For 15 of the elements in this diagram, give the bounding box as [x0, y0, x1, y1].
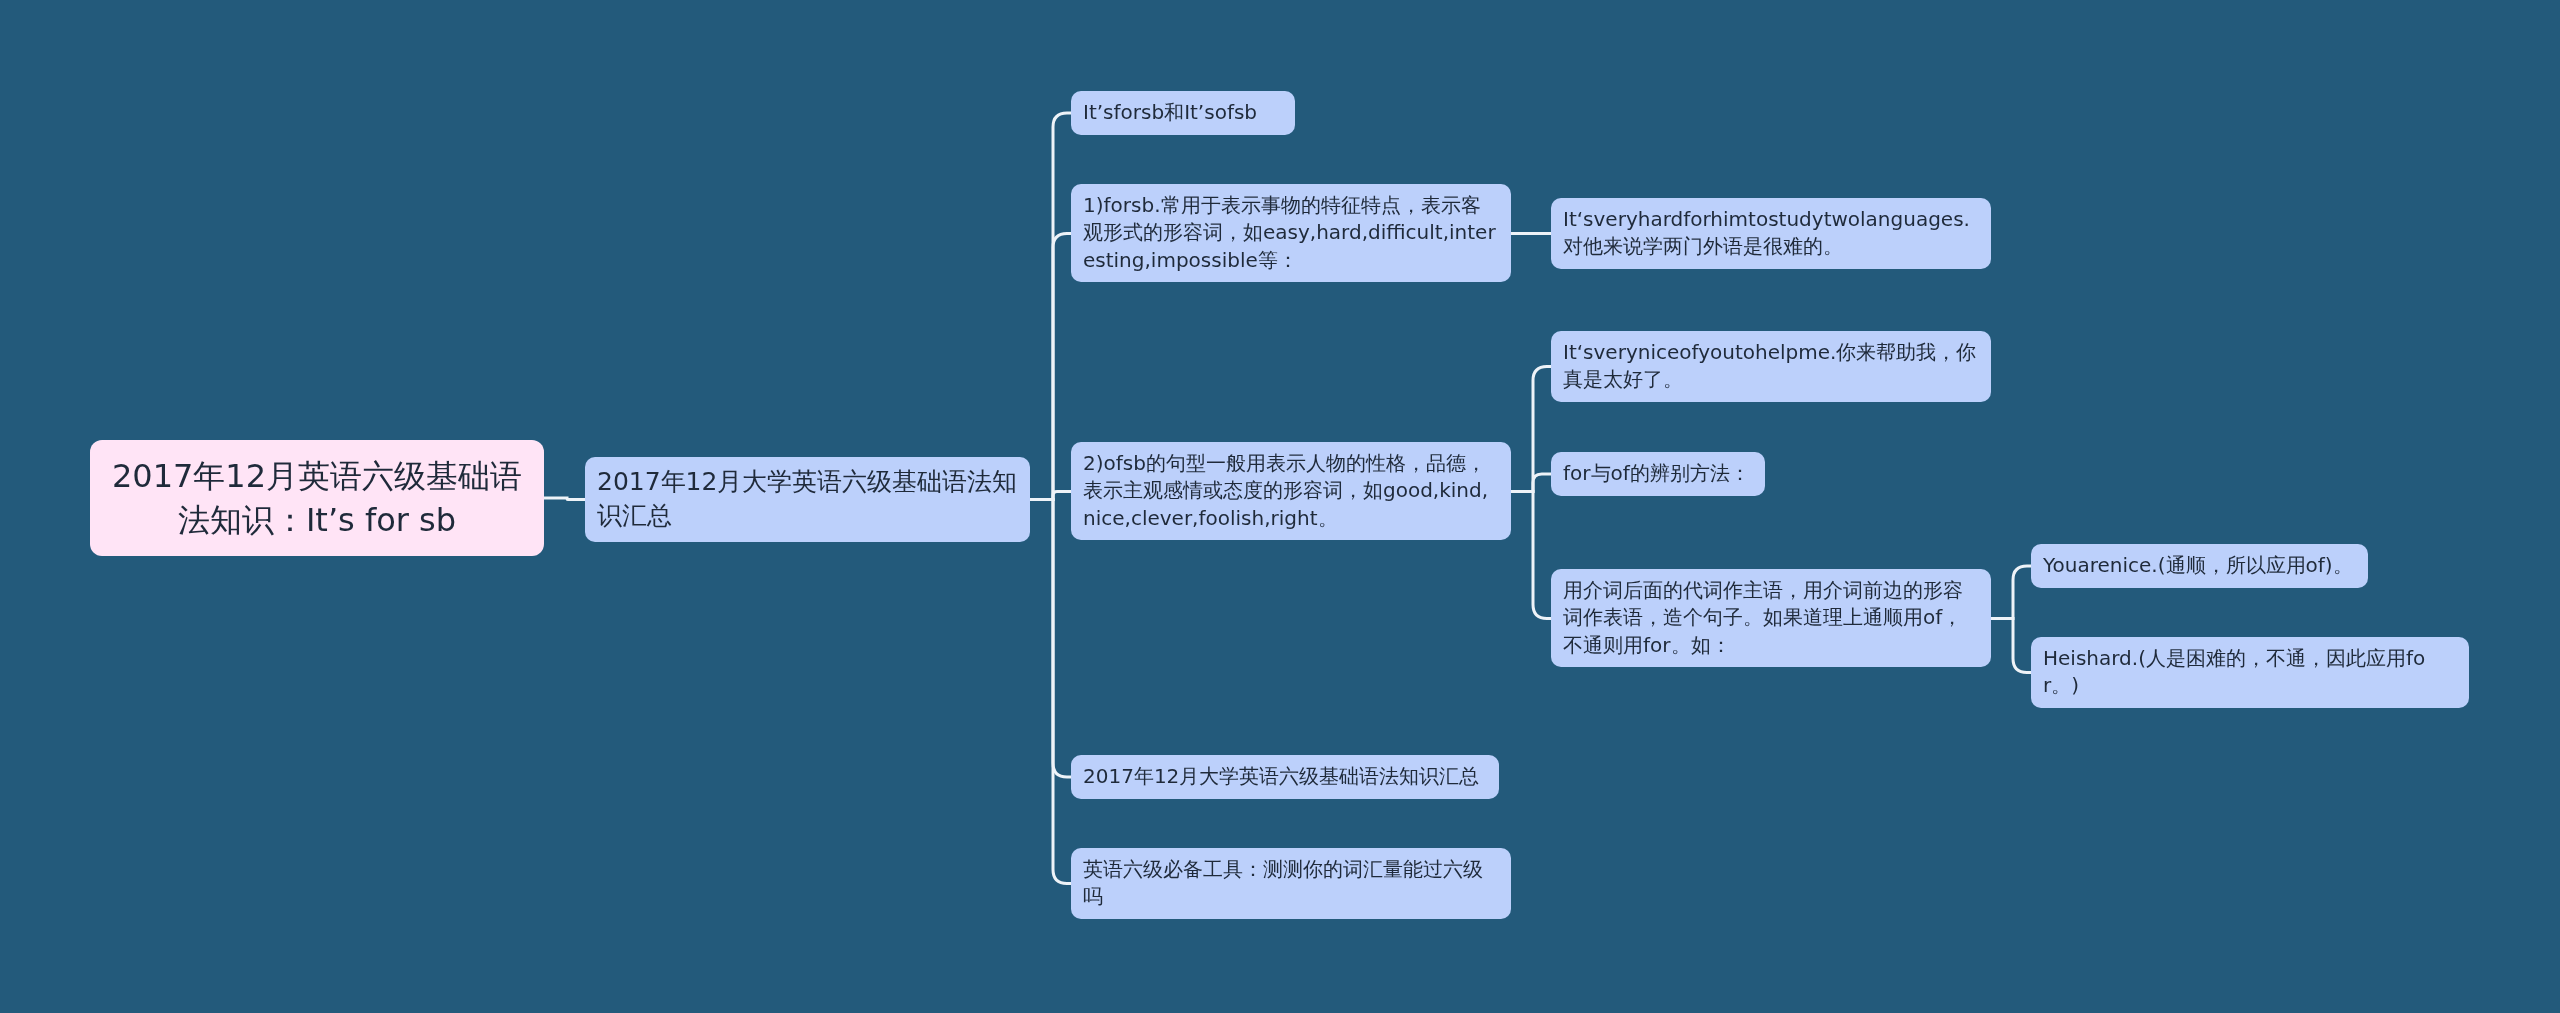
topic-box: Youarenice.(通顺，所以应用of)。 [2031, 544, 2368, 588]
topic-box: It‘sveryniceofyoutohelpme.你来帮助我，你真是太好了。 [1551, 330, 1991, 402]
topic-box: 2017年12月大学英语六级基础语法知识汇总 [585, 456, 1030, 542]
connector-line [1511, 232, 1551, 235]
topic-box: It‘sveryhardforhimtostudytwolanguages.对他来说学两门外语是很难的。 [1551, 197, 1991, 269]
topic-box: 2)ofsb的句型一般用表示人物的性格，品德，表示主观感情或态度的形容词，如good,kind,nice,clever,foolish,right。 [1071, 441, 1511, 541]
root-topic-box: 2017年12月英语六级基础语法知识：It’s for sb [90, 440, 544, 557]
topic-box: It’sforsb和It’sofsb [1071, 91, 1295, 135]
topic-box: Heishard.(人是困难的，不通，因此应用for。) [2031, 636, 2469, 708]
topic-box: 用介词后面的代词作主语，用介词前边的形容词作表语，造个句子。如果道理上通顺用of，不通则用for。如： [1551, 568, 1991, 668]
connector-line [544, 496, 585, 501]
topic-box: 英语六级必备工具：测测你的词汇量能过六级吗 [1071, 847, 1511, 919]
topic-box: 1)forsb.常用于表示事物的特征特点，表示客观形式的形容词，如easy,hard,difficult,interesting,impossible等： [1071, 183, 1511, 283]
topic-box: 2017年12月大学英语六级基础语法知识汇总 [1071, 755, 1499, 799]
topic-box: for与of的辨别方法： [1551, 452, 1765, 496]
